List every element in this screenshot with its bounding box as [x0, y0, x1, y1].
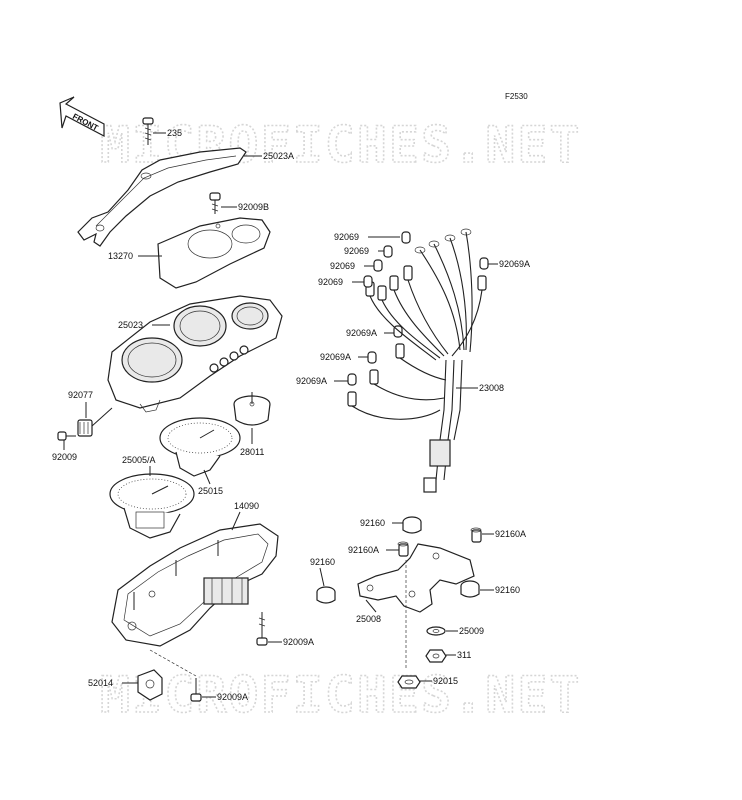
gauge-25015 — [159, 417, 241, 477]
knob-92077 — [77, 407, 113, 437]
callout-235: 235 — [167, 128, 182, 138]
callout-92009: 92009 — [52, 452, 77, 462]
leader-25008 — [365, 599, 377, 613]
callout-92069-3: 92069 — [330, 261, 355, 271]
wiring-harness-23008 — [351, 228, 483, 493]
callout-311: 311 — [457, 650, 471, 660]
leader-25015 — [203, 469, 211, 485]
washer-25009 — [426, 626, 446, 636]
callout-28011: 28011 — [240, 447, 264, 457]
callout-92077: 92077 — [68, 390, 93, 400]
callout-25015: 25015 — [198, 486, 223, 496]
leader-14090 — [231, 511, 241, 531]
callout-92009A-upper: 92009A — [283, 637, 314, 647]
nut-311 — [425, 649, 447, 663]
callout-25023: 25023 — [118, 320, 143, 330]
watermark-bottom: MICROFICHES.NET — [100, 666, 582, 724]
screw-92009A-lower — [190, 678, 202, 702]
bulb-sockets — [347, 265, 487, 407]
callout-92069A-3: 92069A — [320, 352, 351, 362]
screw-92009 — [57, 431, 76, 441]
callout-25023A: 25023A — [263, 151, 294, 161]
nut-92015 — [397, 675, 421, 689]
indicator-28011 — [233, 392, 271, 426]
leader-92160-left — [319, 567, 325, 587]
callout-92009A-lower: 92009A — [217, 692, 248, 702]
collar-92160A-right — [470, 527, 482, 543]
callout-92160A-right: 92160A — [495, 529, 526, 539]
bracket-25023A — [77, 147, 247, 247]
callout-25008: 25008 — [356, 614, 381, 624]
collar-92160A-left — [397, 541, 409, 557]
callout-92069-2: 92069 — [344, 246, 369, 256]
bracket-52014 — [137, 649, 197, 701]
grommet-92160-right — [460, 580, 480, 598]
callout-14090: 14090 — [234, 501, 259, 511]
callout-92160-right: 92160 — [495, 585, 520, 595]
meter-case-25023 — [107, 295, 283, 413]
grommet-92160-top — [402, 516, 422, 534]
screw-235 — [142, 117, 154, 145]
callout-23008: 23008 — [479, 383, 504, 393]
grommet-92160-left — [316, 586, 336, 604]
front-arrow-icon: FRONT — [59, 96, 105, 137]
callout-25005A: 25005/A — [122, 455, 156, 465]
gasket-13270 — [157, 217, 271, 289]
callout-92069A-1: 92069A — [499, 259, 530, 269]
callout-92069A-4: 92069A — [296, 376, 327, 386]
bracket-25008 — [357, 543, 475, 668]
screw-92009A-upper — [256, 612, 268, 646]
housing-14090 — [111, 523, 279, 647]
callout-92069A-2: 92069A — [346, 328, 377, 338]
callout-92160-top: 92160 — [360, 518, 385, 528]
callout-92069-1: 92069 — [334, 232, 359, 242]
callout-25009: 25009 — [459, 626, 484, 636]
meter-25005A — [109, 473, 195, 539]
screw-92009B — [209, 192, 221, 214]
callout-92160-left: 92160 — [310, 557, 335, 567]
callout-13270: 13270 — [108, 251, 133, 261]
callout-92160A-left: 92160A — [348, 545, 379, 555]
callout-52014: 52014 — [88, 678, 113, 688]
callout-92009B: 92009B — [238, 202, 269, 212]
figure-code: F2530 — [505, 92, 528, 101]
callout-92015: 92015 — [433, 676, 458, 686]
callout-92069-4: 92069 — [318, 277, 343, 287]
